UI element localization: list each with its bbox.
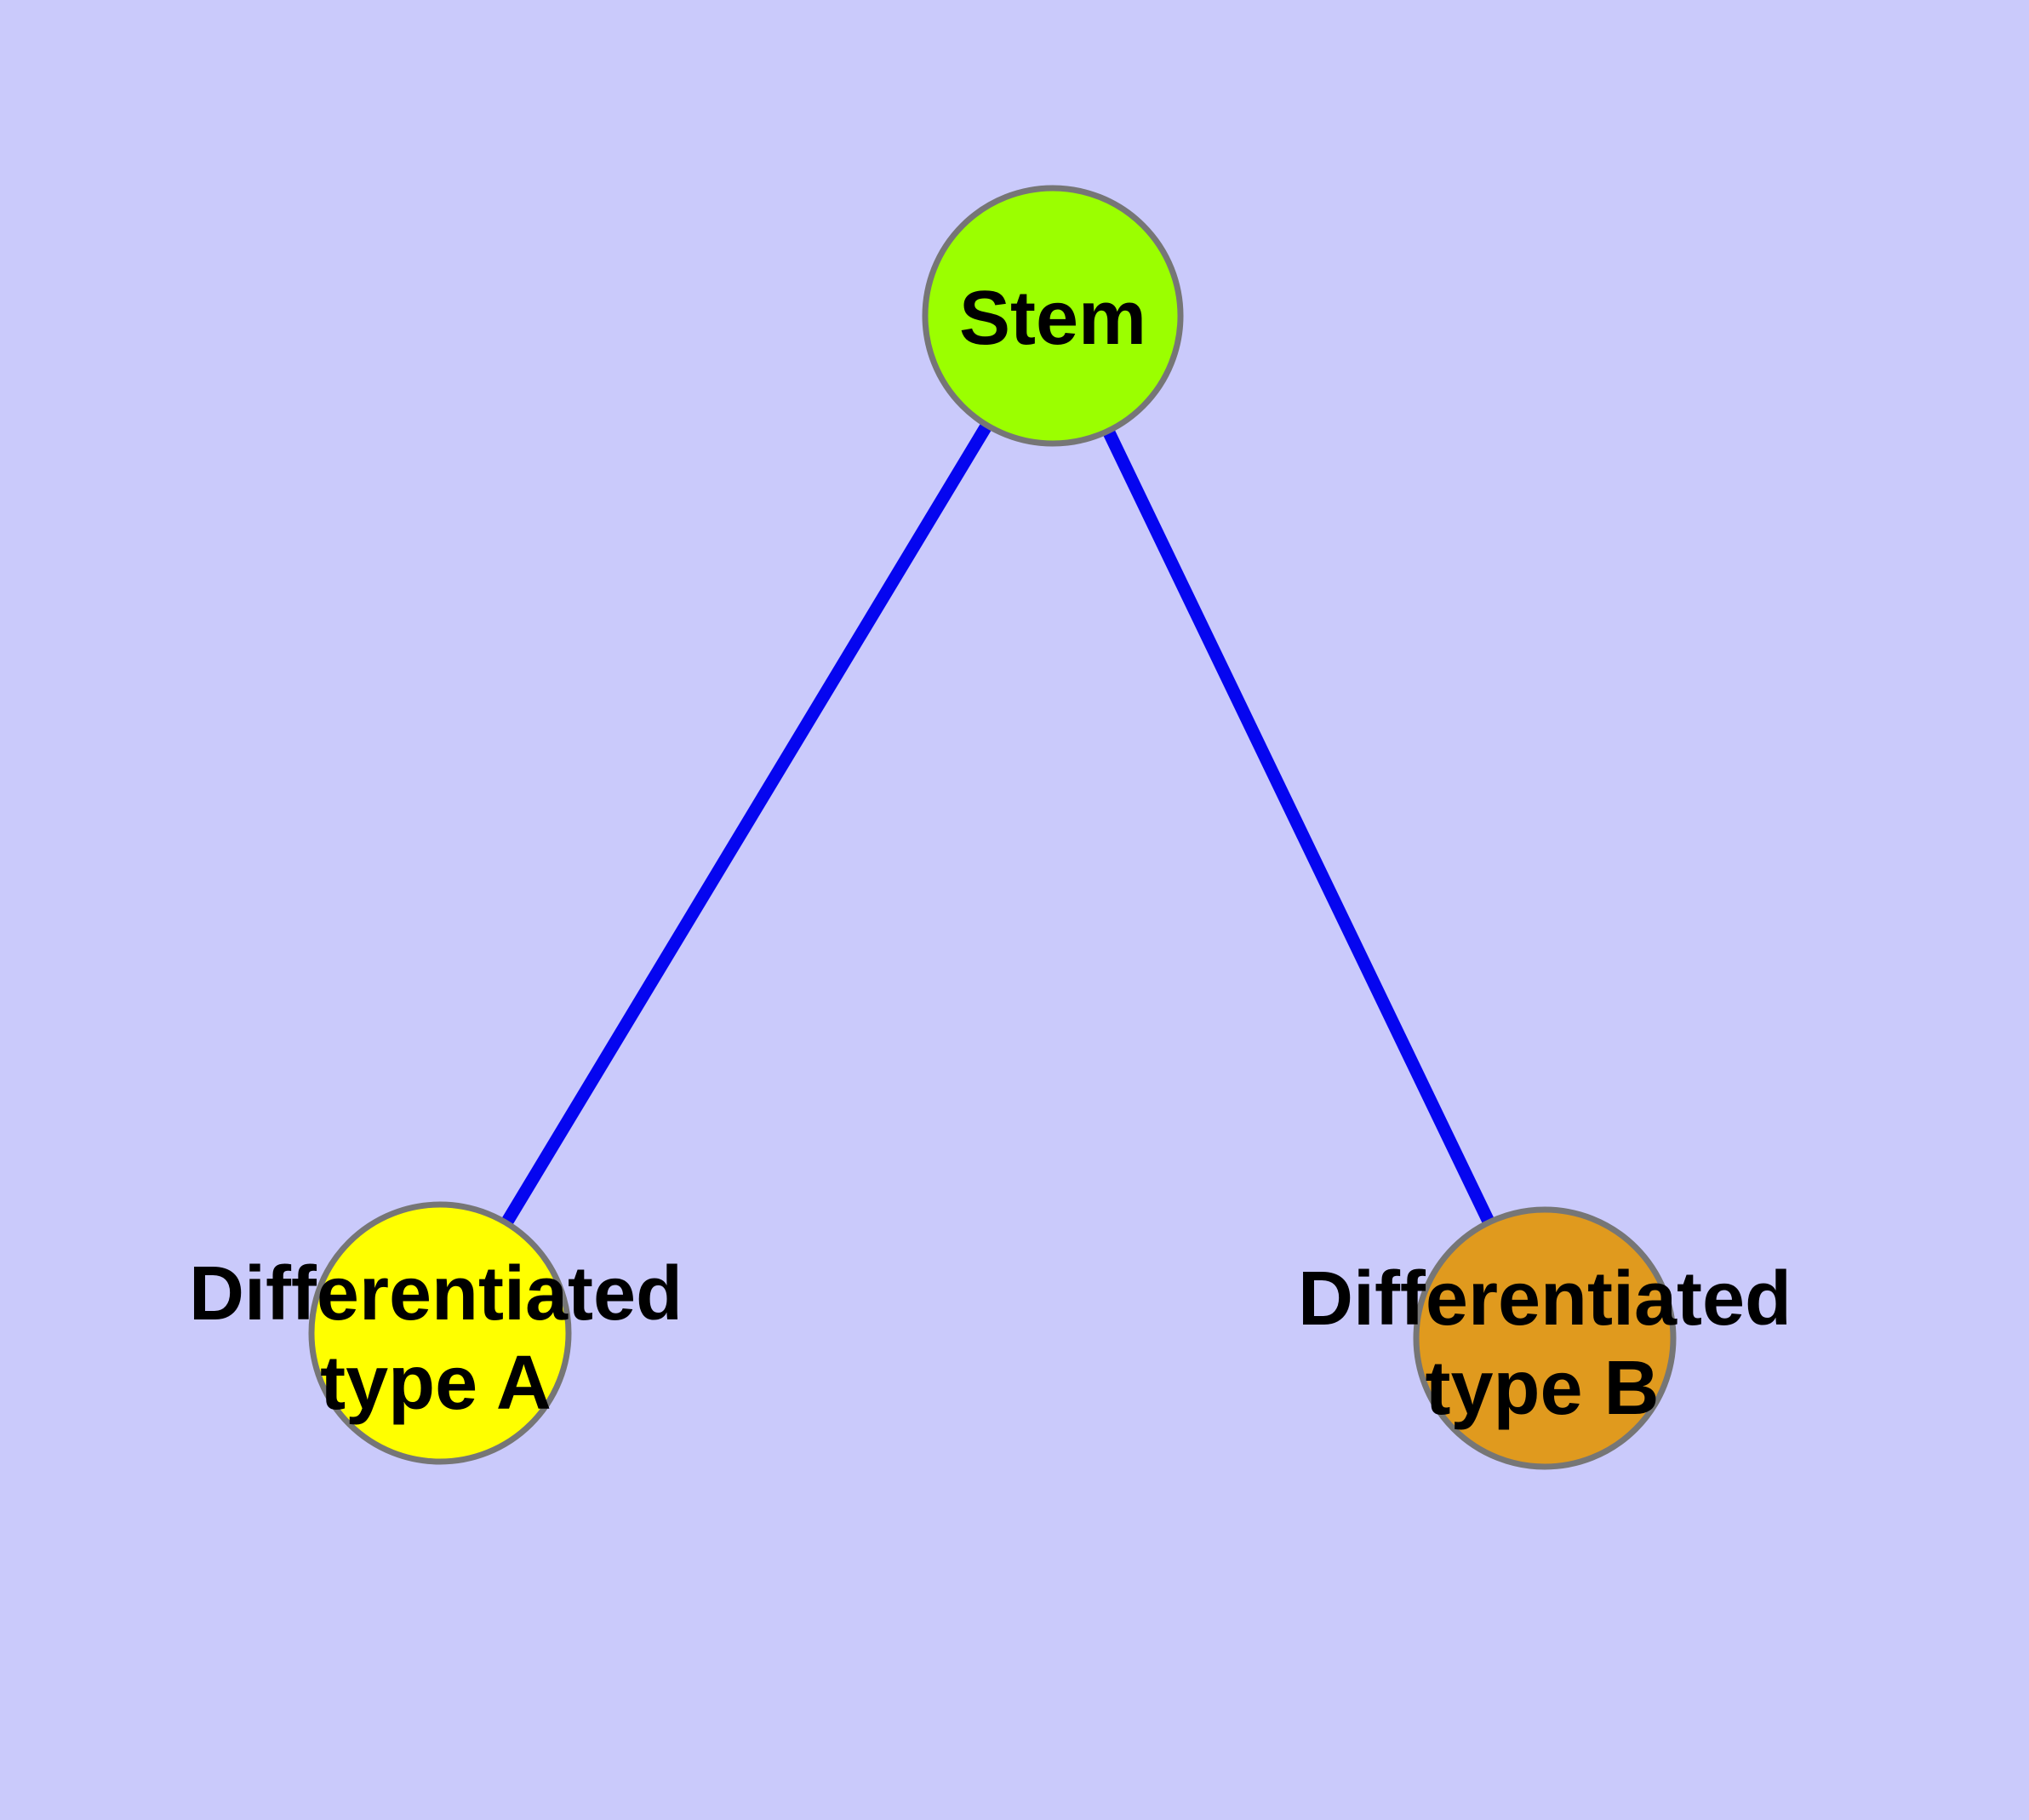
edge-stem-to-type-b	[1047, 312, 1551, 1342]
node-differentiated-type-a	[308, 1201, 572, 1465]
node-stem	[922, 185, 1184, 447]
node-type-b-label-line2: type B	[1425, 1346, 1659, 1431]
node-type-a-label-line2: type A	[320, 1341, 552, 1426]
edge-stem-to-type-a	[434, 312, 1059, 1336]
node-differentiated-type-b	[1413, 1206, 1677, 1470]
node-stem-label: Stem	[959, 276, 1146, 361]
node-type-a-label-line1: Differentiated	[189, 1251, 683, 1336]
node-type-b-label-line1: Differentiated	[1298, 1256, 1792, 1342]
